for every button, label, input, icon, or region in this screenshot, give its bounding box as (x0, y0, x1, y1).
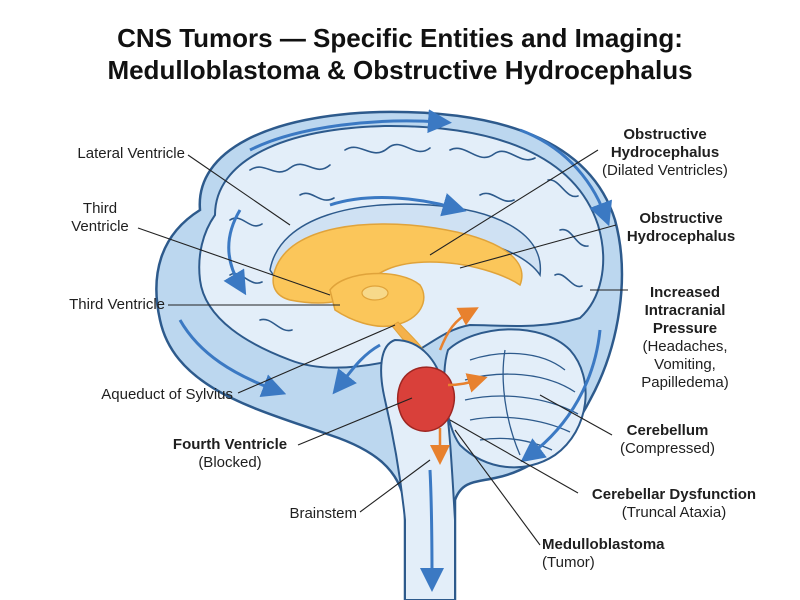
label-cerebellum-title: Cerebellum (626, 422, 709, 439)
csf-flow-arrows (178, 109, 613, 592)
label-third-ventricle-top: Third Ventricle (71, 200, 129, 235)
cerebellum (443, 328, 587, 469)
label-medulloblastoma: Medulloblastoma (Tumor) (542, 536, 692, 572)
label-cerebellar-dysfunction-sub: (Truncal Ataxia) (621, 504, 727, 521)
page-title: CNS Tumors — Specific Entities and Imagi… (0, 22, 800, 86)
label-obstructive-hydrocephalus: Obstructive Hydrocephalus (606, 210, 756, 246)
obstruction-arrows (430, 307, 488, 465)
label-obstructive-dilated-title: Obstructive Hydrocephalus (610, 126, 720, 161)
label-third-ventricle: Third Ventricle (69, 296, 165, 313)
leader-lines (137, 149, 628, 546)
label-brainstem: Brainstem (289, 505, 357, 522)
gyri (229, 143, 589, 332)
label-increased-icp: Increased Intracranial Pressure (Headach… (620, 284, 750, 392)
label-cerebellum-sub: (Compressed) (619, 440, 716, 457)
title-line-2: Medulloblastoma & Obstructive Hydrocepha… (107, 55, 693, 85)
label-fourth-ventricle: Fourth Ventricle (Blocked) (155, 436, 305, 472)
label-obstructive-title: Obstructive Hydrocephalus (626, 210, 736, 245)
label-cerebellar-dysfunction: Cerebellar Dysfunction (Truncal Ataxia) (576, 486, 772, 522)
title-line-1: CNS Tumors — Specific Entities and Imagi… (117, 23, 683, 53)
label-aqueduct-of-sylvius: Aqueduct of Sylvius (101, 386, 233, 403)
label-medulloblastoma-title: Medulloblastoma (542, 536, 665, 553)
label-fourth-ventricle-title: Fourth Ventricle (172, 436, 288, 453)
lateral-ventricle (272, 223, 523, 304)
label-medulloblastoma-sub: (Tumor) (542, 554, 595, 571)
interthalamic-adhesion (361, 285, 389, 301)
label-icp-sub: (Headaches, Vomiting, Papilledema) (641, 338, 729, 391)
label-fourth-ventricle-sub: (Blocked) (198, 454, 262, 471)
label-obstructive-dilated-sub: (Dilated Ventricles) (602, 162, 728, 179)
label-cerebellar-dysfunction-title: Cerebellar Dysfunction (591, 486, 757, 503)
medulloblastoma-tumor (397, 366, 456, 432)
label-cerebellum: Cerebellum (Compressed) (600, 422, 735, 458)
label-lateral-ventricle: Lateral Ventricle (77, 145, 185, 162)
label-obstructive-hydrocephalus-dilated: Obstructive Hydrocephalus (Dilated Ventr… (575, 126, 755, 180)
label-icp-title: Increased Intracranial Pressure (644, 284, 726, 337)
